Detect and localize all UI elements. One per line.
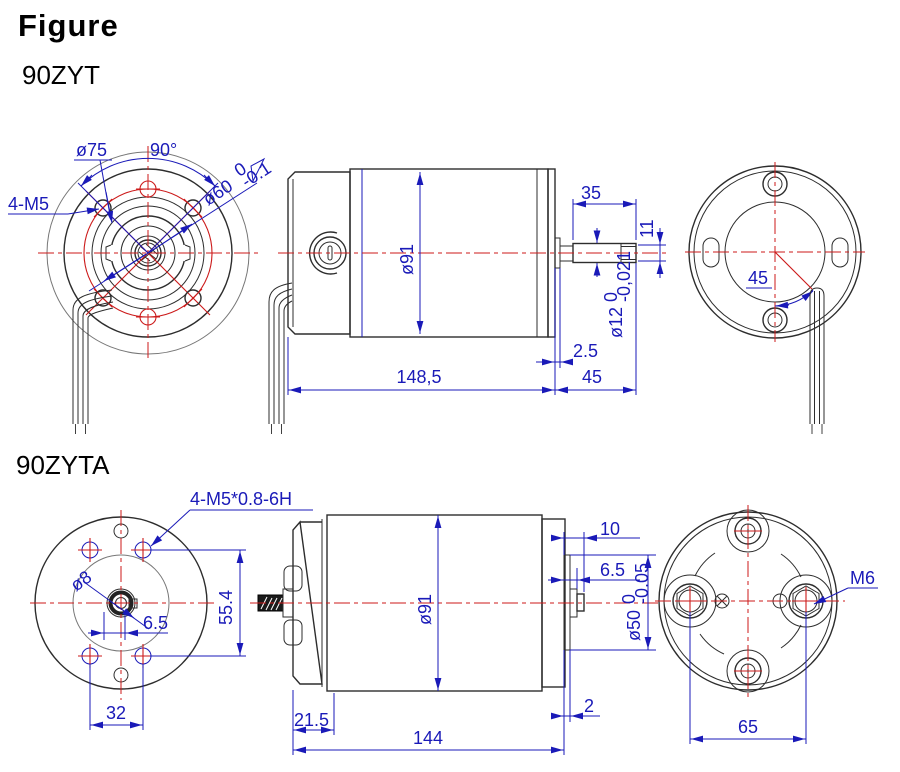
dim-pilot: ø60 0 -0.1: [199, 158, 275, 210]
zyta-side-view: ø91 10 6.5 ø50 0 -0.05 2: [250, 514, 660, 755]
dim-key-flat: 11: [637, 219, 657, 238]
dim-rear-ext: 10: [600, 519, 620, 539]
lead-cable: [809, 287, 825, 434]
dim-shaft-ext: 45: [582, 367, 602, 387]
svg-text:0: 0: [619, 594, 639, 604]
lead-wires-side: [268, 282, 293, 434]
dim-body-length: 148,5: [396, 367, 441, 387]
section-arrow: [250, 157, 266, 183]
dim-body-dia-2: ø91: [415, 594, 435, 625]
dim-mount-span: 65: [738, 717, 758, 737]
dim-lead-angle: 45: [748, 268, 768, 288]
dim-shaft-length: 35: [581, 183, 601, 203]
svg-text:11: 11: [637, 219, 657, 238]
zyt-front-view: ø75 90° 4-M5 ø60 0 -0.1: [8, 140, 275, 434]
svg-text:ø60: ø60: [199, 176, 236, 210]
svg-text:0: 0: [601, 292, 621, 302]
dim-shaft-dia-front: ø8: [67, 567, 96, 596]
dim-bolt-circle: ø75: [76, 140, 107, 160]
zyta-rear-view: M6 65: [655, 505, 878, 744]
dim-bolt-angle: 90°: [150, 140, 177, 160]
zyt-rear-view: 45: [685, 162, 865, 434]
dim-screws: 4-M5: [8, 194, 49, 214]
dim-body-dia: ø91: [397, 244, 417, 275]
dim-front-length: 21.5: [294, 710, 329, 730]
lead-wires: [72, 289, 114, 434]
svg-text:ø91: ø91: [397, 244, 417, 275]
svg-text:-0.1: -0.1: [238, 158, 275, 192]
svg-text:55.4: 55.4: [216, 590, 236, 625]
model-label-90zyt: 90ZYT: [22, 60, 101, 90]
dim-rear-screw: M6: [850, 568, 875, 588]
svg-text:-0.05: -0.05: [632, 563, 652, 604]
model-label-90zyta: 90ZYTA: [16, 450, 110, 480]
dim-mount-v: 55.4: [216, 590, 236, 625]
dim-pilot-dia: ø50 0 -0.05: [619, 563, 652, 641]
dim-pilot-depth: 6.5: [600, 560, 625, 580]
dim-shaft-dia: ø12 0 -0,021: [601, 251, 634, 338]
svg-text:ø8: ø8: [67, 567, 96, 596]
dim-collar: 2.5: [573, 341, 598, 361]
dim-shaft-offset: 6.5: [143, 613, 168, 633]
dim-shaft-tip: 2: [584, 696, 594, 716]
dim-screw-spec: 4-M5*0.8-6H: [190, 489, 292, 509]
zyt-side-view: ø91 35 11 ø12 0 -0,021: [268, 168, 668, 434]
brush-caps: [283, 565, 303, 646]
dim-mount-h: 32: [106, 703, 126, 723]
svg-text:ø91: ø91: [415, 594, 435, 625]
svg-text:ø50: ø50: [624, 610, 644, 641]
svg-text:ø12: ø12: [606, 307, 626, 338]
page-title: Figure: [18, 8, 119, 43]
svg-text:-0,021: -0,021: [614, 251, 634, 302]
dim-body-length-2: 144: [413, 728, 443, 748]
